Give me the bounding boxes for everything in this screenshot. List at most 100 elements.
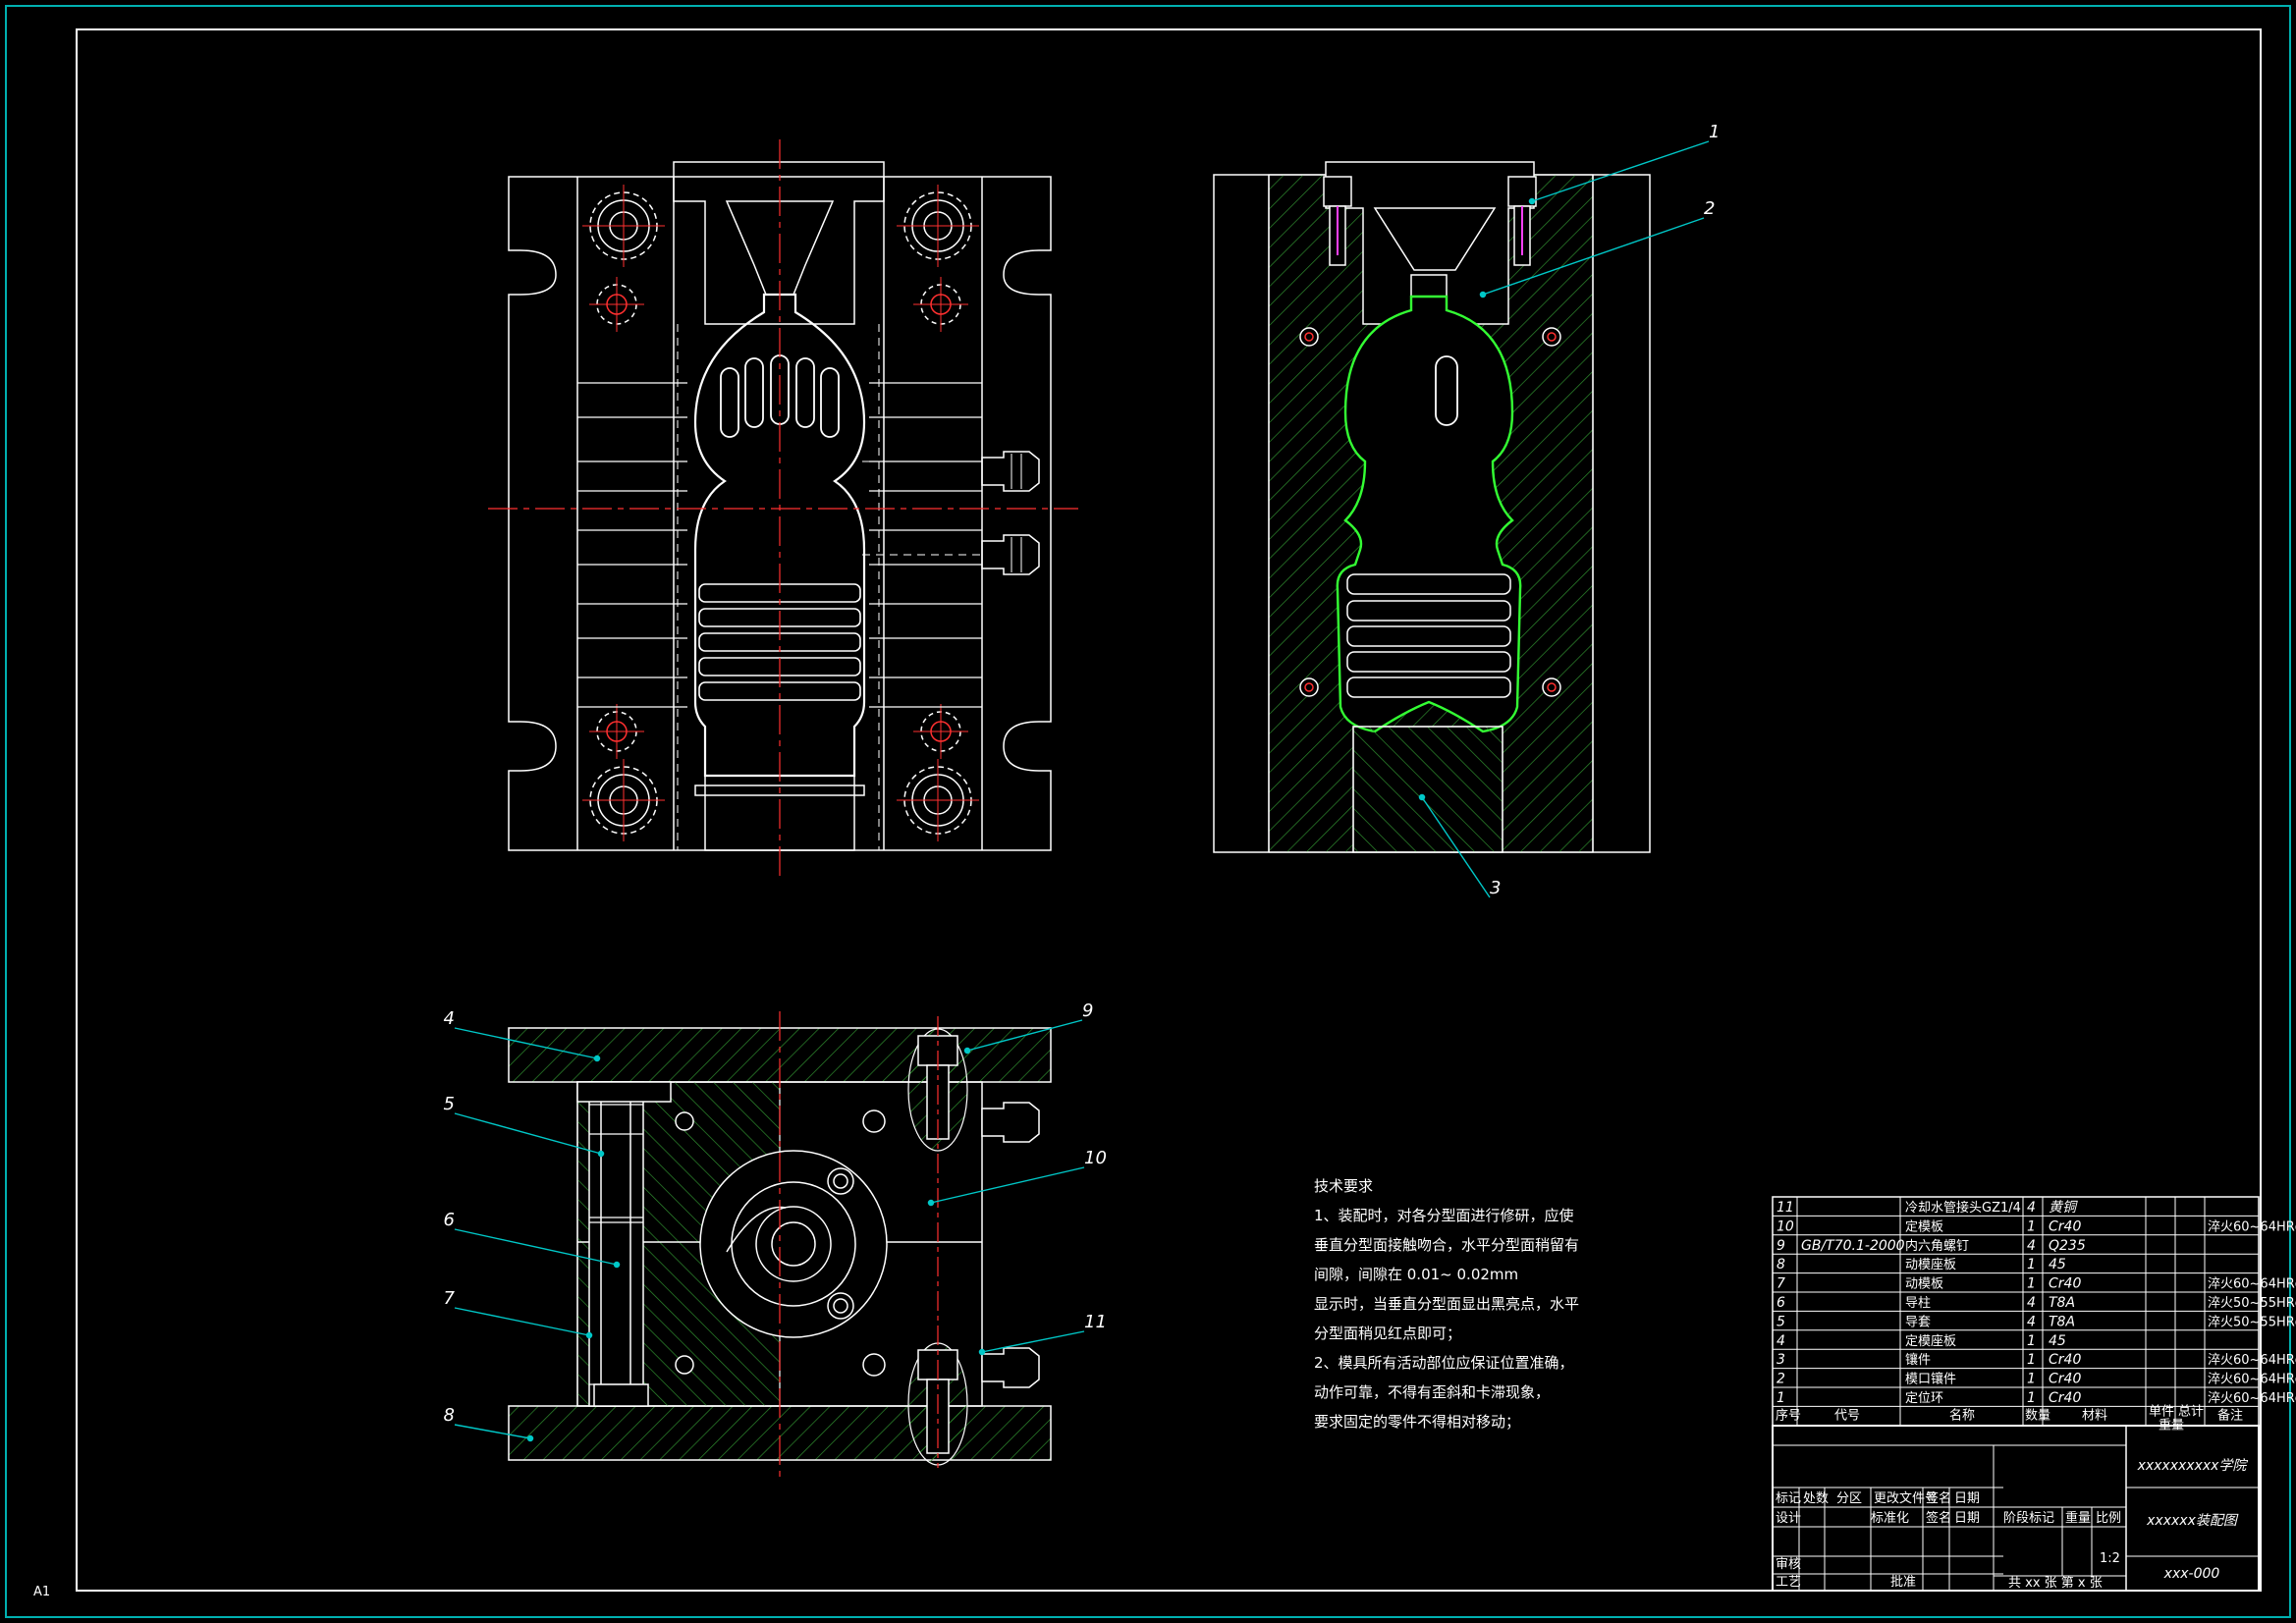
- bom-qty: 1: [2027, 1276, 2036, 1292]
- bom-name: 冷却水管接头GZ1/4: [1905, 1200, 2021, 1216]
- pin-hole: [675, 1355, 694, 1375]
- tech-note-line: 显示时，当垂直分型面显出黑亮点，水平: [1314, 1295, 1579, 1313]
- bom-qty: 1: [2027, 1390, 2036, 1406]
- bom-material: 45: [2049, 1333, 2066, 1349]
- tech-note-line: 2、模具所有活动部位应保证位置准确，: [1314, 1354, 1574, 1372]
- bom-material: T8A: [2049, 1314, 2075, 1329]
- water-connector-side: [981, 1102, 1040, 1143]
- bom-no: 1: [1777, 1390, 1785, 1406]
- leader-line: [454, 1112, 602, 1155]
- tb-label-count: 处数: [1803, 1491, 1829, 1506]
- view-front-left: [488, 139, 1078, 876]
- bom-material: T8A: [2049, 1295, 2075, 1311]
- bom-name: 导套: [1905, 1314, 1931, 1329]
- bom-material: Cr40: [2049, 1218, 2081, 1234]
- leader-dot: [1479, 291, 1487, 298]
- bom-no: 8: [1777, 1257, 1785, 1272]
- leader-line: [981, 1330, 1085, 1353]
- cavity-ring: [1346, 676, 1511, 698]
- mold-outline: [508, 176, 1052, 851]
- bom-qty: 1: [2027, 1257, 2036, 1272]
- bom-no: 5: [1777, 1314, 1785, 1329]
- leader-dot: [526, 1434, 534, 1442]
- base-insert-section: [1352, 726, 1503, 853]
- bottle-rib-slot: [820, 367, 840, 438]
- cavity-ring: [1346, 573, 1511, 595]
- bottle-cavity: [1336, 295, 1522, 733]
- bom-remark: 淬火60~64HRc: [2208, 1277, 2296, 1292]
- title-block-frame: [1772, 1425, 2260, 1592]
- tb-label-standard: 标准化: [1871, 1511, 1909, 1526]
- balloon-label: 4: [444, 1008, 455, 1029]
- cavity-rib-slot: [1435, 355, 1458, 426]
- bom-header-code: 代号: [1834, 1408, 1860, 1423]
- balloon-label: 2: [1704, 198, 1715, 219]
- bom-no: 7: [1777, 1276, 1785, 1292]
- balloon-label: 1: [1709, 122, 1720, 142]
- sprue-gate: [1410, 274, 1448, 298]
- bom-remark: 淬火60~64HRc: [2208, 1353, 2296, 1368]
- balloon-label: 5: [444, 1094, 455, 1114]
- view-side-bottom: [508, 1011, 1052, 1483]
- pillar-foot: [593, 1383, 649, 1407]
- leader-line: [930, 1166, 1085, 1204]
- tb-label-approve: 批准: [1890, 1575, 1916, 1590]
- dowel-hole: [862, 1109, 886, 1133]
- bottle-rib-slot: [744, 357, 764, 428]
- balloon-label: 6: [444, 1210, 455, 1230]
- tb-label-change: 更改文件号: [1874, 1491, 1938, 1506]
- bom-header-remark: 备注: [2217, 1407, 2243, 1423]
- tech-note-line: 1、装配时，对各分型面进行修研，应使: [1314, 1207, 1574, 1224]
- bom-name: 镶件: [1905, 1352, 1931, 1368]
- nozzle-tip: [771, 1221, 816, 1267]
- tech-note-line: 间隙，间隙在 0.01~ 0.02mm: [1314, 1266, 1518, 1283]
- bom-header-no: 序号: [1776, 1408, 1801, 1423]
- tb-label-design: 设计: [1776, 1511, 1801, 1526]
- balloon-label: 9: [1082, 1001, 1093, 1021]
- outer-border: [5, 5, 2291, 1618]
- bom-no: 10: [1777, 1218, 1794, 1234]
- pin-hole: [675, 1111, 694, 1131]
- bom-no: 4: [1777, 1333, 1785, 1349]
- bom-remark: 淬火60~64HRc: [2208, 1219, 2296, 1234]
- bom-qty: 4: [2027, 1295, 2036, 1311]
- tb-label-mark: 标记: [1776, 1491, 1801, 1506]
- leader-dot: [927, 1199, 935, 1207]
- bom-qty: 4: [2027, 1314, 2036, 1329]
- bom-remark: 淬火50~55HRc: [2208, 1296, 2296, 1311]
- bom-code: GB/T70.1-2000: [1801, 1238, 1905, 1254]
- bom-qty: 1: [2027, 1352, 2036, 1368]
- locating-pin-core: [1547, 682, 1557, 692]
- leader-line: [454, 1307, 590, 1336]
- bom-material: Q235: [2049, 1238, 2086, 1254]
- leader-dot: [1418, 793, 1426, 801]
- leader-line: [1531, 140, 1710, 202]
- bottle-rib-slot: [795, 357, 815, 428]
- bom-name: 定模板: [1905, 1219, 1943, 1234]
- tech-note-line: 分型面稍见红点即可；: [1314, 1325, 1461, 1342]
- ring-screw-inner: [833, 1173, 848, 1189]
- screw-head: [1323, 176, 1352, 207]
- cavity-ring: [1346, 625, 1511, 647]
- bom-header-qty: 数量: [2025, 1408, 2050, 1423]
- bom-material: Cr40: [2049, 1372, 2081, 1387]
- leader-line: [966, 1019, 1083, 1052]
- bom-name: 动模板: [1905, 1277, 1943, 1292]
- leader-line: [1421, 796, 1491, 898]
- bom-no: 2: [1777, 1372, 1785, 1387]
- balloon-label: 8: [444, 1405, 455, 1426]
- bom-name: 导柱: [1905, 1296, 1931, 1311]
- leader-line: [454, 1027, 598, 1059]
- pillar-head: [576, 1081, 672, 1103]
- tb-label-stage: 阶段标记: [2003, 1511, 2054, 1526]
- leader-line: [1482, 217, 1705, 296]
- balloon-label: 11: [1084, 1312, 1107, 1332]
- tb-scale-value: 1:2: [2100, 1551, 2120, 1566]
- tb-label-sign: 签名: [1926, 1490, 1951, 1506]
- locating-pin-core: [1304, 682, 1314, 692]
- tb-label-review: 审核: [1776, 1557, 1801, 1572]
- bom-no: 3: [1777, 1352, 1785, 1368]
- bom-no: 9: [1777, 1238, 1785, 1254]
